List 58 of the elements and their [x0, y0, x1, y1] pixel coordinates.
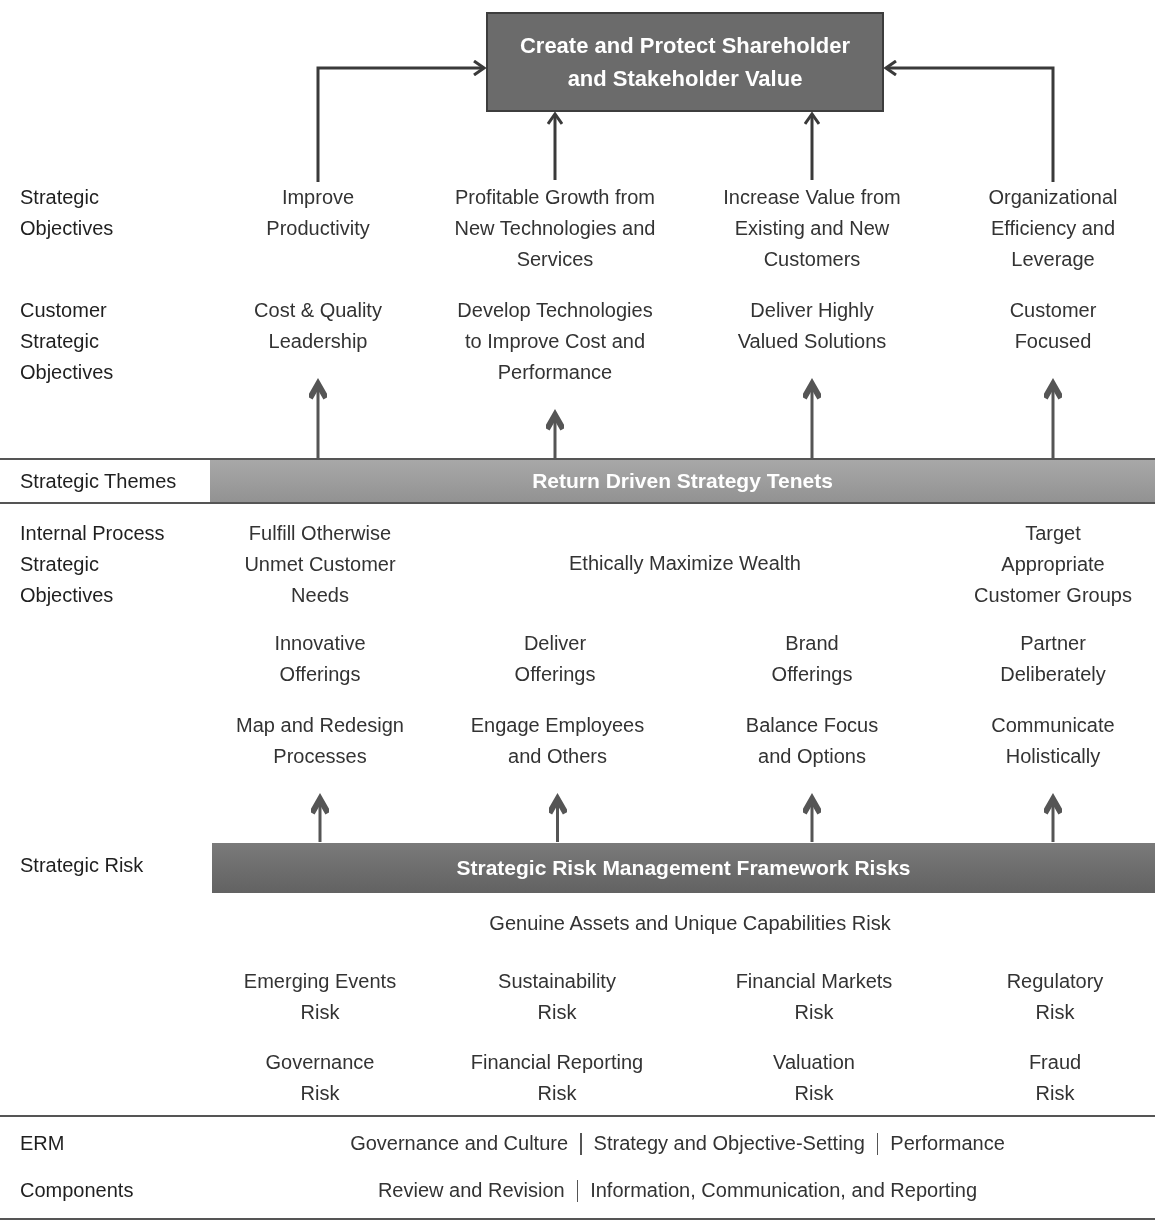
item-text: Governance Risk: [264, 1050, 376, 1106]
item-text: Brand Offerings: [770, 631, 854, 687]
chevron-arrow: [544, 412, 566, 459]
item-text: Partner Deliberately: [999, 631, 1107, 687]
item-text: Ethically Maximize Wealth: [568, 551, 802, 576]
item-text: Regulatory Risk: [1005, 969, 1105, 1025]
objective-text: Communicate Holistically: [963, 710, 1143, 772]
item-text: Genuine Assets and Unique Capabilities Risk: [488, 911, 892, 936]
item-text: Emerging Events Risk: [242, 969, 398, 1025]
arrow: [803, 112, 821, 180]
item-text: Deliver Offerings: [513, 631, 597, 687]
chevron-arrow: [309, 796, 331, 842]
objective-text: Map and Redesign Processes: [220, 710, 420, 772]
chevron-arrow: [546, 796, 569, 842]
row-heading: ERM: [20, 1131, 66, 1156]
chevron-arrow: [307, 381, 329, 459]
row-heading: Components: [20, 1178, 135, 1203]
objective-text: Engage Employees and Others: [455, 710, 660, 772]
row-heading: Internal Process Strategic Objectives: [20, 521, 166, 608]
band-title: Return Driven Strategy Tenets: [532, 469, 833, 493]
component-text: Governance and Culture: [350, 1131, 569, 1156]
row-heading: Strategic Risk: [20, 853, 145, 878]
objective-text: Customer Focused: [985, 295, 1121, 357]
objective-text: Deliver Highly Valued Solutions: [732, 295, 892, 357]
arrow: [884, 59, 1055, 182]
chevron-arrow: [801, 381, 823, 459]
goal-text: Create and Protect Shareholder and Stakeholder Value: [518, 32, 852, 93]
item-text: Valuation Risk: [772, 1050, 856, 1106]
objective-text: Organizational Efficiency and Leverage: [975, 182, 1131, 275]
chevron-arrow: [1042, 381, 1064, 459]
arrow: [546, 112, 564, 180]
component-text: Performance: [890, 1131, 1005, 1156]
objective-text: Profitable Growth from New Technologies and Services: [445, 182, 665, 275]
item-text: Sustainability Risk: [497, 969, 617, 1025]
item-text: Fraud Risk: [1027, 1050, 1083, 1106]
item-text: Innovative Offerings: [273, 631, 367, 687]
objective-text: Balance Focus and Options: [737, 710, 887, 772]
arrow: [316, 59, 486, 182]
objective-text: Improve Productivity: [238, 182, 398, 244]
item-text: Target Appropriate Customer Groups: [973, 521, 1133, 608]
row-heading: Strategic Themes: [20, 469, 178, 494]
goal-box: [486, 12, 884, 112]
objective-text: Cost & Quality Leadership: [228, 295, 408, 357]
item-text: Financial Reporting Risk: [469, 1050, 645, 1106]
component-text: Information, Communication, and Reporting: [590, 1178, 978, 1203]
band-title: Strategic Risk Management Framework Risks: [456, 856, 911, 880]
row-heading: Strategic Objectives: [20, 185, 115, 241]
objective-text: Increase Value from Existing and New Customers: [712, 182, 912, 275]
item-text: Financial Markets Risk: [734, 969, 894, 1025]
component-text: Strategy and Objective-Setting: [593, 1131, 865, 1156]
theme-band: [210, 460, 1155, 502]
risk-band: [212, 843, 1155, 893]
objective-text: Develop Technologies to Improve Cost and Performance: [452, 295, 658, 388]
row-heading: Customer Strategic Objectives: [20, 298, 115, 385]
chevron-arrow: [801, 796, 823, 842]
component-text: Review and Revision: [377, 1178, 565, 1203]
item-text: Fulfill Otherwise Unmet Customer Needs: [243, 521, 397, 608]
chevron-arrow: [1042, 796, 1064, 842]
